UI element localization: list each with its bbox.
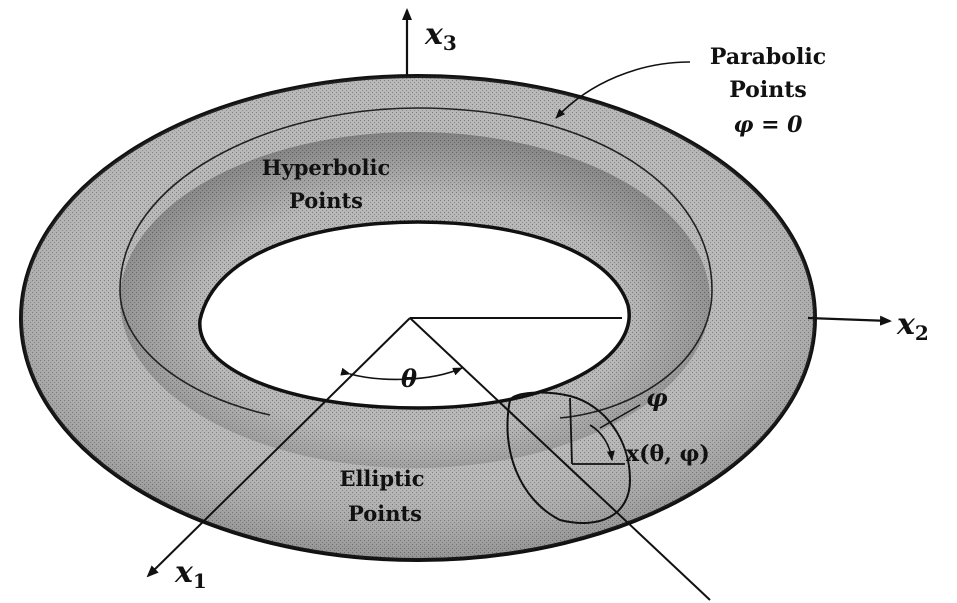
phi-label: φ <box>646 383 668 412</box>
x3-label: x3 <box>424 17 457 55</box>
theta-ray <box>409 317 711 601</box>
x2-axis-line-outer <box>807 315 892 326</box>
theta-arc <box>340 367 463 381</box>
hyperbolic-label-line2: Points <box>289 188 363 213</box>
phi-arc <box>589 424 615 461</box>
x1-label: x1 <box>174 555 207 593</box>
elliptic-label-line2: Points <box>348 501 422 526</box>
torus-hole <box>198 220 631 410</box>
elliptic-label-line1: Elliptic <box>339 466 424 491</box>
parabolic-curve <box>119 107 713 419</box>
point-label: x(θ, φ) <box>626 441 710 467</box>
parabolic-label-line3: φ = 0 <box>734 112 804 138</box>
hyperbolic-label-line1: Hyperbolic <box>262 155 391 180</box>
parabolic-leader <box>555 61 691 119</box>
parabolic-label-line2: Points <box>729 77 807 103</box>
meridian-circle <box>506 391 632 525</box>
phi-leader <box>599 404 641 429</box>
x1-axis-line <box>146 317 411 578</box>
meridian-vertical <box>569 397 573 465</box>
parabolic-label-line1: Parabolic <box>710 44 826 70</box>
theta-label: θ <box>401 364 417 393</box>
x2-label: x2 <box>896 307 929 345</box>
